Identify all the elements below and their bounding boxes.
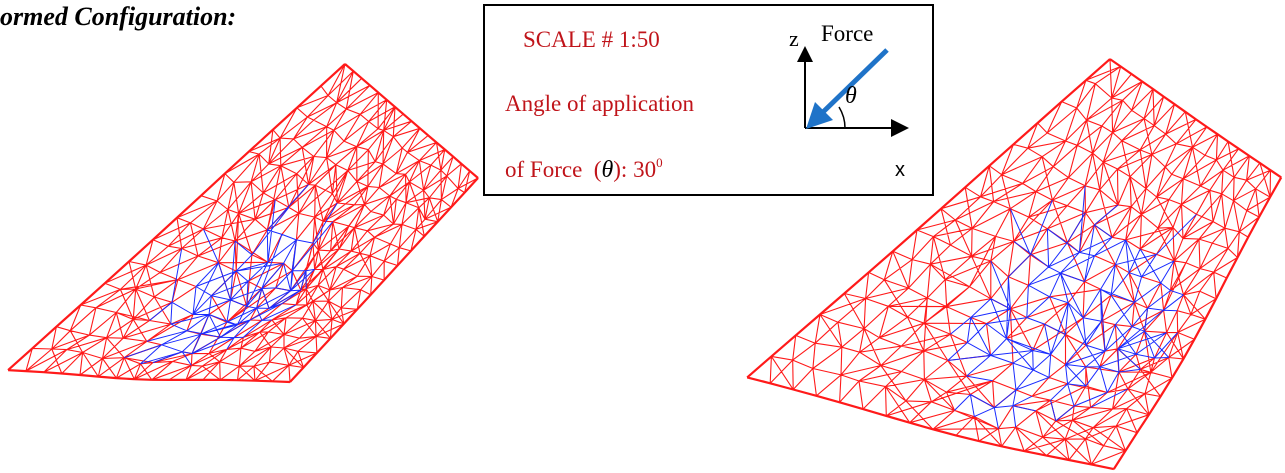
mesh-lines [746,58,1283,471]
angle-value: 30 [633,157,657,182]
degree-mark: 0 [656,155,663,170]
angle-label: Angle of application [505,91,695,116]
mesh-boundary [746,58,1283,471]
section-heading: ormed Configuration: [0,2,237,31]
theta-symbol: θ [601,157,614,183]
x-axis-label: x [895,159,905,181]
mesh-boundary [7,63,479,384]
mesh-deformed-edges [124,184,338,366]
mesh-lines [7,63,479,384]
angle-arc [838,106,846,129]
mesh-deformed-edges [947,185,1197,429]
axis-diagram [797,46,909,137]
mesh-edges [7,63,479,383]
z-axis-label: z [789,26,799,51]
deformed-mesh-right [746,58,1283,471]
force-angle-label: of Force (θ): 300 [505,155,663,183]
scale-label: SCALE # 1:50 [523,27,660,52]
theta-label: θ [845,83,857,109]
force-label: Force [821,21,874,46]
deformed-mesh-left [7,63,479,384]
z-axis-arrowhead [797,46,813,62]
load-info-box: SCALE # 1:50 Angle of application of For… [483,4,934,196]
force-prefix: of Force [505,157,583,182]
force-arrow-shaft [819,48,889,116]
mesh-edges [746,58,1282,470]
x-axis-arrowhead [891,119,909,137]
force-arrow-head [806,102,833,129]
